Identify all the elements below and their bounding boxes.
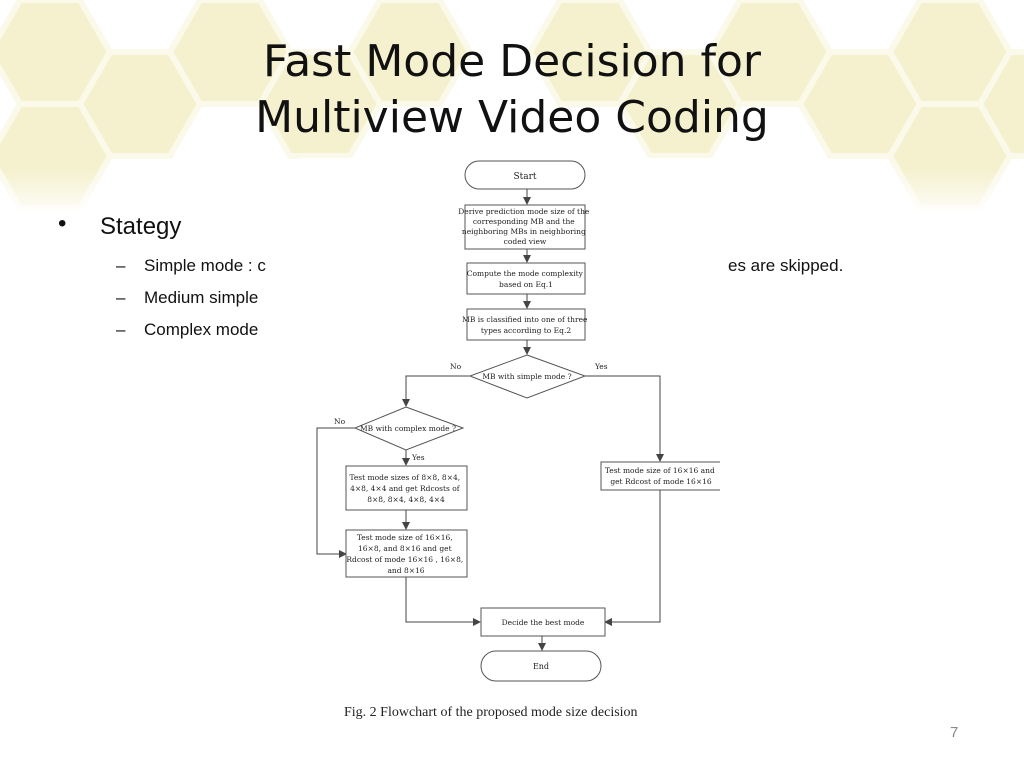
- test-small-text: Test mode sizes of 8×8, 8×4, 4×8, 4×4 an…: [349, 473, 462, 504]
- compute-line-1: Compute the mode complexity: [467, 269, 584, 278]
- test-small-line-3: 8×8, 8×4, 4×8, 4×4: [367, 495, 445, 504]
- no-label-1: No: [450, 362, 462, 371]
- derive-line-3: neighboring MBs in neighboring: [462, 227, 586, 236]
- test-large-text: Test mode size of 16×16, 16×8, and 8×16 …: [346, 533, 465, 575]
- slide-title-line-1: Fast Mode Decision for: [262, 36, 762, 87]
- dash-icon: –: [116, 288, 126, 307]
- bullet-text: Stategy: [100, 213, 182, 240]
- subbullet-text: Simple mode : c: [144, 256, 266, 275]
- bullet-dot-icon: •: [58, 210, 67, 237]
- subbullet-tail-text: es are skipped.: [728, 256, 844, 275]
- compute-box: [466, 262, 586, 295]
- classify-text: MB is classified into one of three types…: [462, 315, 590, 335]
- derive-line-4: coded view: [504, 237, 547, 246]
- test-large-line-2: 16×8, and 8×16 and get: [358, 544, 452, 553]
- yes-label-2: Yes: [411, 453, 425, 462]
- test-16-line-2: get Rdcost of mode 16×16: [610, 477, 712, 486]
- classify-line-2: types according to Eq.2: [481, 326, 571, 335]
- test-small-modes-box: [345, 465, 468, 511]
- test-16-text: Test mode size of 16×16 and get Rdcost o…: [605, 466, 717, 486]
- start-terminal: [464, 160, 586, 190]
- subbullet-text: Complex mode: [144, 320, 259, 339]
- simple-mode-label: MB with simple mode ?: [482, 372, 571, 381]
- classify-line-1: MB is classified into one of three: [462, 315, 588, 324]
- end-label: End: [533, 662, 549, 671]
- slide-title-line-2: Multiview Video Coding: [255, 92, 769, 143]
- test-large-modes-box: [345, 529, 468, 578]
- test-16-line-1: Test mode size of 16×16 and: [605, 466, 715, 475]
- test-small-line-1: Test mode sizes of 8×8, 8×4,: [349, 473, 460, 482]
- subbullet-text: Medium simple: [144, 288, 259, 307]
- decide-box: [480, 607, 606, 637]
- derive-line-1: Derive prediction mode size of the: [458, 207, 590, 216]
- subbullet-simple-tail: es are skipped.: [728, 256, 843, 276]
- test-large-line-3: Rdcost of mode 16×16 , 16×8,: [346, 555, 463, 564]
- dash-icon: –: [116, 256, 126, 275]
- start-label: Start: [513, 172, 536, 182]
- derive-text: Derive prediction mode size of the corre…: [458, 207, 591, 246]
- test-small-line-2: 4×8, 4×4 and get Rdcosts of: [350, 484, 461, 493]
- page-number: 7: [950, 724, 959, 741]
- compute-text: Compute the mode complexity based on Eq.…: [467, 269, 586, 289]
- slide-title: Fast Mode Decision for Multiview Video C…: [0, 34, 1024, 146]
- decide-label: Decide the best mode: [502, 618, 585, 627]
- complex-mode-decision: [353, 406, 465, 451]
- flowchart: Start Derive prediction mode size of the…: [316, 160, 720, 682]
- yes-label-1: Yes: [594, 362, 608, 371]
- no-label-2: No: [334, 417, 346, 426]
- simple-mode-decision: [468, 354, 587, 399]
- test-16x16-box: [600, 461, 720, 491]
- complex-mode-label: MB with complex mode ?: [360, 424, 456, 433]
- figure-caption: Fig. 2 Flowchart of the proposed mode si…: [344, 705, 638, 720]
- dash-icon: –: [116, 320, 126, 339]
- derive-line-2: corresponding MB and the: [473, 217, 575, 226]
- compute-line-2: based on Eq.1: [499, 280, 553, 289]
- end-terminal: [480, 650, 602, 682]
- test-large-line-1: Test mode size of 16×16,: [357, 533, 453, 542]
- classify-box: [466, 308, 586, 341]
- derive-box: [464, 204, 586, 250]
- test-large-line-4: and 8×16: [387, 566, 424, 575]
